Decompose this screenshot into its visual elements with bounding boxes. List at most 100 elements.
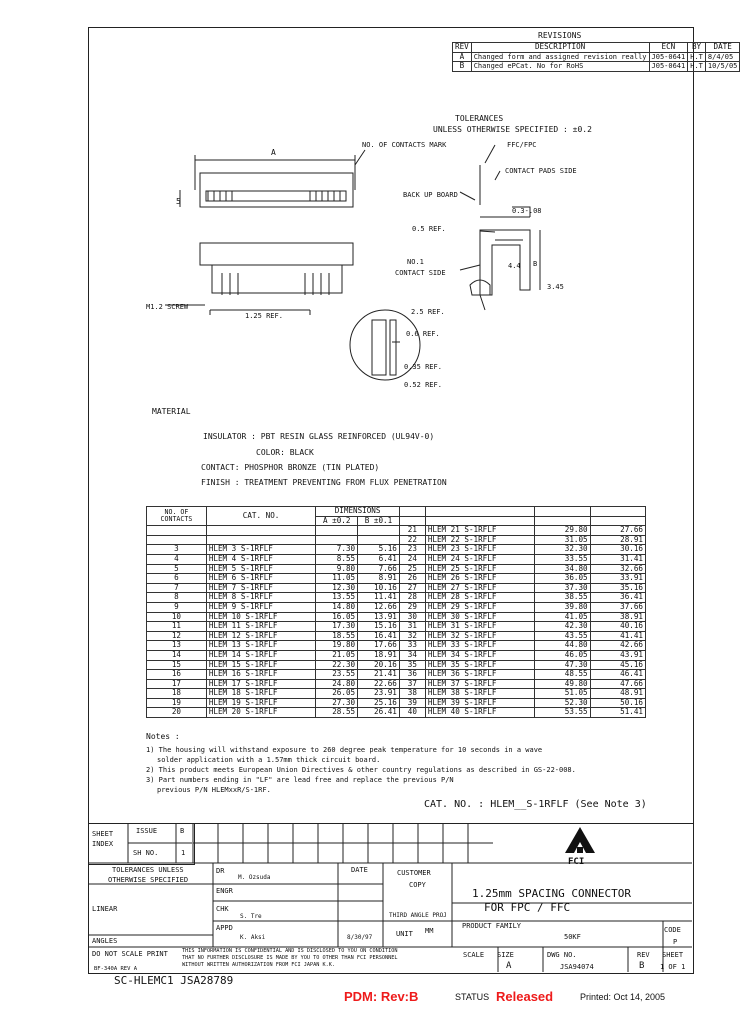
dim-4-4-label: 4.4: [508, 262, 521, 270]
revision-cell: Changed ePCat. No for RoHS: [470, 61, 650, 72]
proprietary-line-3: WITHOUT WRITTEN AUTHORIZATION FROM FCI J…: [182, 962, 336, 968]
table-cell: 33.55: [534, 553, 591, 565]
table-cell: [146, 525, 207, 536]
size-value: A: [506, 961, 512, 971]
dim-a-label: A: [271, 148, 276, 157]
table-cell: 31.41: [589, 553, 647, 565]
revisions-table: REV DESCRIPTION ECN BY DATE A Changed fo…: [452, 42, 740, 72]
code-value: P: [673, 938, 678, 946]
date-value: 8/30/97: [347, 934, 373, 941]
contacts-mark-label: NO. OF CONTACTS MARK: [362, 141, 447, 149]
dim-0-6-ref-label: 0.6 REF.: [406, 330, 440, 338]
title-block: [88, 823, 694, 974]
table-cell: 26: [398, 573, 426, 584]
table-cell: HLEM 11 S-1RFLF: [205, 621, 317, 632]
color-spec: COLOR: BLACK: [256, 448, 314, 457]
no1-label: NO.1: [407, 258, 424, 266]
table-cell: 17.66: [357, 640, 400, 651]
table-cell: 8.91: [357, 573, 400, 584]
dim-0-3-label: 0.3-.08: [512, 207, 542, 215]
table-cell: HLEM 16 S-1RFLF: [205, 669, 317, 680]
dr-name: M. Ozsuda: [238, 874, 271, 881]
dim-0-5-ref-label: 0.5 REF.: [412, 225, 446, 233]
rev-label: REV: [637, 951, 650, 959]
table-cell: HLEM 8 S-1RFLF: [205, 592, 317, 603]
sheet-no-label: SH NO.: [133, 849, 159, 857]
revision-cell: 8/4/05: [704, 51, 740, 63]
unit-value: MM: [425, 927, 434, 935]
engr-label: ENGR: [216, 887, 233, 895]
fci-logo-icon: [565, 827, 595, 853]
table-cell: [315, 525, 359, 536]
issue-label: ISSUE: [136, 827, 158, 835]
table-cell: 6: [146, 573, 207, 584]
table-cell: 44.80: [534, 640, 591, 651]
table-cell: 29.80: [534, 525, 591, 536]
appd-name: K. Aksi: [240, 934, 266, 941]
sheet-value: 1 OF 1: [660, 963, 686, 971]
table-cell: 38: [398, 688, 426, 699]
insulator-spec: INSULATOR : PBT RESIN GLASS REINFORCED (…: [203, 432, 435, 441]
table-cell: 14.80: [315, 601, 359, 613]
note-1-cont: solder application with a 1.57mm thick c…: [157, 756, 381, 764]
table-cell: 31: [398, 621, 426, 632]
issue-value: B: [180, 827, 185, 835]
table-cell: 19.80: [315, 640, 359, 651]
table-cell: HLEM 28 S-1RFLF: [424, 592, 536, 603]
table-cell: 23.91: [357, 688, 400, 699]
table-cell: 12.66: [357, 601, 400, 613]
table-cell: 18: [146, 688, 207, 699]
dimensions-header: DIMENSIONS: [315, 506, 400, 517]
table-cell: 51.41: [589, 707, 647, 719]
unit-label: UNIT: [396, 930, 413, 938]
material-title: MATERIAL: [152, 407, 191, 416]
table-cell: HLEM 36 S-1RFLF: [424, 669, 536, 680]
dwg-no-label: DWG NO.: [547, 951, 577, 959]
table-cell: 29: [398, 601, 426, 613]
table-cell: 33: [398, 640, 426, 651]
scale-label: SCALE: [463, 951, 485, 959]
printed-date: Printed: Oct 14, 2005: [580, 992, 666, 1002]
proprietary-line-2: THAT NO FURTHER DISCLOSURE IS MADE BY YO…: [182, 955, 398, 961]
table-cell: 26.41: [357, 707, 400, 719]
note-1: 1) The housing will withstand exposure t…: [146, 746, 543, 754]
note-3: 3) Part numbers ending in "LF" are lead …: [146, 776, 454, 784]
table-cell: 40: [398, 707, 426, 719]
fpc-label: FFC/FPC: [507, 141, 537, 149]
title-line-2: FOR FPC / FFC: [484, 901, 571, 914]
customer-label: CUSTOMER: [397, 869, 431, 877]
table-cell: 24: [398, 553, 426, 565]
copy-label: COPY: [409, 881, 426, 889]
table-cell: 48.91: [589, 688, 647, 699]
table-cell: HLEM 26 S-1RFLF: [424, 573, 536, 584]
table-cell: 21.05: [315, 649, 359, 661]
product-family-label: PRODUCT FAMILY: [462, 922, 522, 930]
screw-label: M1.2 SCREW: [146, 303, 189, 311]
table-cell: HLEM 13 S-1RFLF: [205, 640, 317, 651]
revision-cell: H.T: [687, 51, 706, 63]
table-cell: 28.55: [315, 707, 359, 719]
table-cell: HLEM 29 S-1RFLF: [424, 601, 536, 613]
table-cell: HLEM 33 S-1RFLF: [424, 640, 536, 651]
tol-header-1: TOLERANCES UNLESS: [112, 866, 184, 874]
dim-3-45-label: 3.45: [547, 283, 564, 291]
table-cell: HLEM 18 S-1RFLF: [205, 688, 317, 699]
dim-5-label: 5: [176, 197, 181, 206]
revision-cell: 10/5/05: [704, 61, 740, 72]
chk-label: CHK: [216, 905, 229, 913]
table-cell: 51.05: [534, 688, 591, 699]
sheet-label: SHEET: [662, 951, 684, 959]
title-line-1: 1.25mm SPACING CONNECTOR: [472, 887, 631, 900]
fci-logo-text: FCI: [568, 857, 585, 867]
